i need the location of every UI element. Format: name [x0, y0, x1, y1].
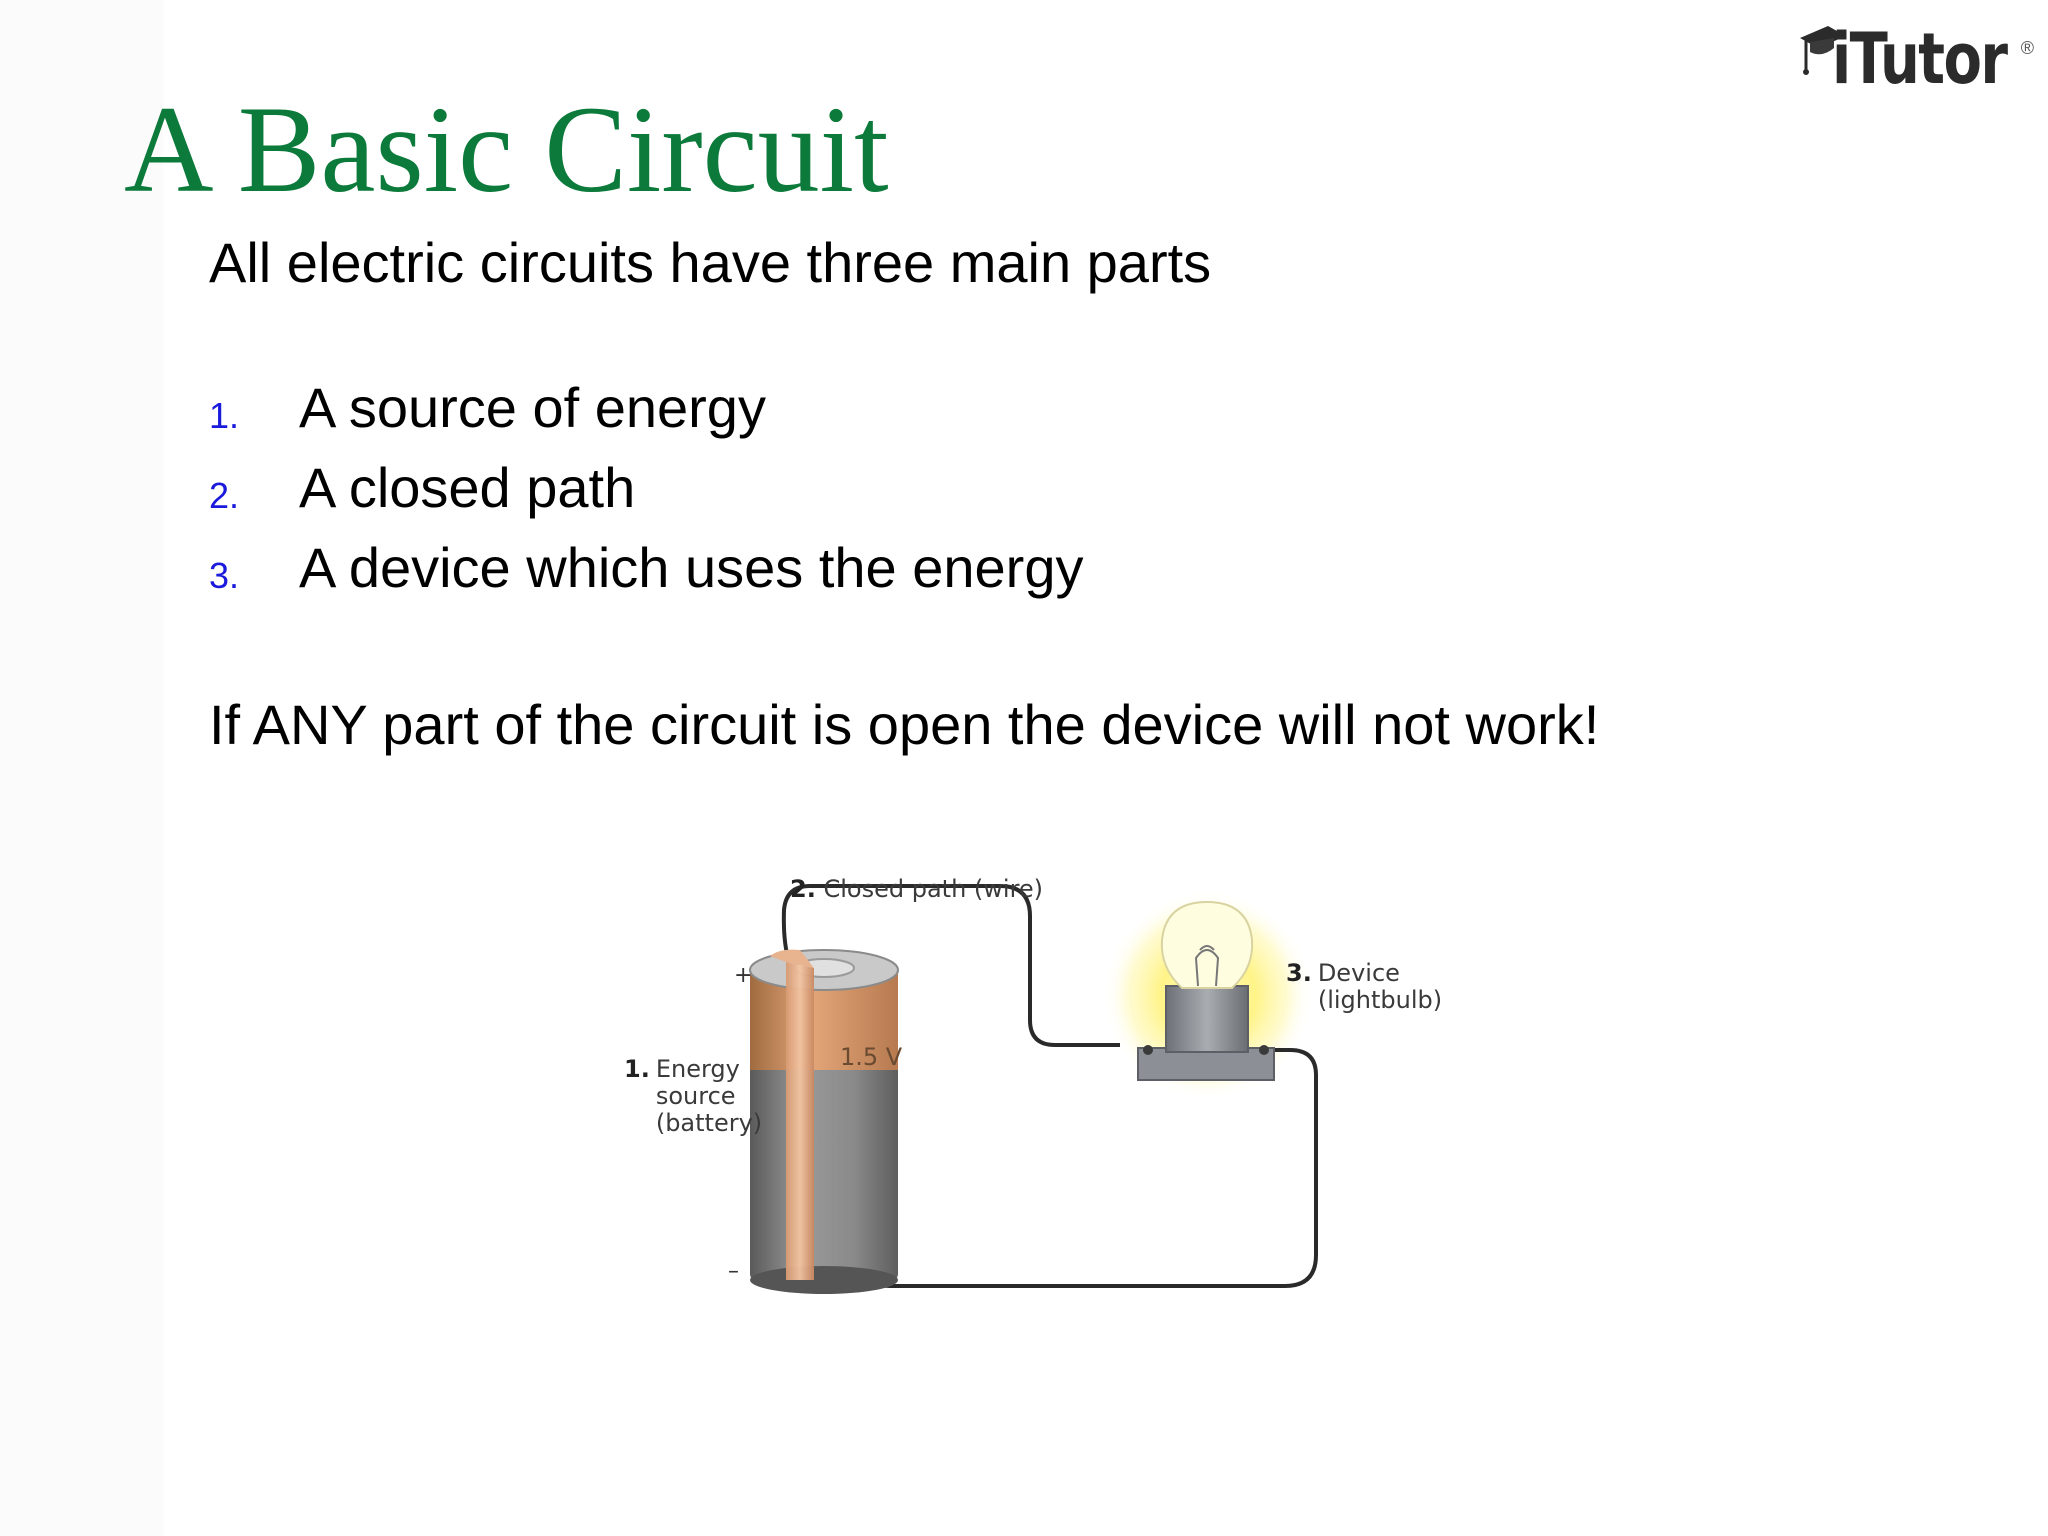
logo-text: iTutor	[1832, 18, 2008, 100]
graduation-cap-icon	[1800, 26, 1846, 75]
device-label: 3. Device (lightbulb)	[1286, 960, 1442, 1014]
list-text: A source of energy	[299, 376, 766, 439]
battery-label-line: source	[655, 1082, 736, 1110]
list-text: A device which uses the energy	[299, 536, 1084, 599]
circuit-illustration: 1.5 V + –	[728, 884, 1318, 1294]
wire-label: 2. Closed path (wire)	[790, 876, 1043, 903]
device-label-number: 3.	[1286, 959, 1312, 987]
lightbulb	[1137, 900, 1275, 1081]
battery-label-line: Energy	[655, 1055, 740, 1083]
battery	[749, 949, 899, 1294]
registered-mark: ®	[2020, 38, 2034, 58]
list-number: 2.	[209, 475, 240, 516]
minus-sign: –	[728, 1259, 739, 1284]
warning-text: If ANY part of the circuit is open the d…	[209, 693, 1600, 756]
battery-label-number: 1.	[624, 1055, 650, 1083]
battery-label-line: (battery)	[655, 1109, 763, 1137]
battery-label: 1. Energy source (battery)	[624, 1056, 762, 1137]
slide-title: A Basic Circuit	[124, 81, 889, 218]
wire-label-number: 2.	[790, 875, 816, 903]
intro-text: All electric circuits have three main pa…	[209, 231, 1212, 294]
device-label-line: (lightbulb)	[1317, 986, 1443, 1014]
battery-voltage-label: 1.5 V	[840, 1043, 903, 1071]
wire-top	[781, 884, 1120, 1047]
device-label-line: Device	[1317, 959, 1400, 987]
list-number: 3.	[209, 555, 240, 596]
itutor-logo: iTutor ®	[1798, 16, 2038, 100]
circuit-diagram: 1.5 V + – 2. Closed path (wire) 1.	[600, 850, 1480, 1320]
wire-label-text: Closed path (wire)	[823, 875, 1044, 903]
list-number: 1.	[209, 395, 240, 436]
plus-sign: +	[734, 963, 752, 988]
list-text: A closed path	[299, 456, 636, 519]
